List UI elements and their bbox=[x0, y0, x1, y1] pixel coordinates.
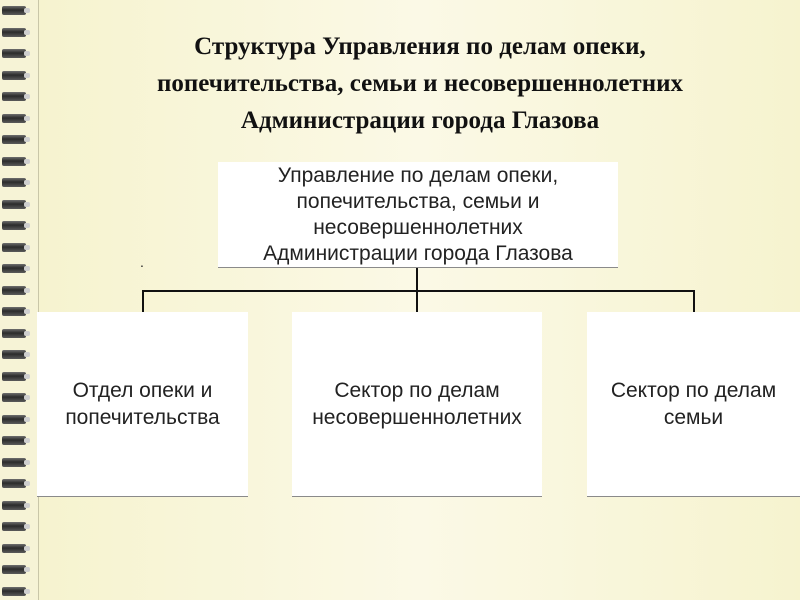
root-line-2: попечительства, семьи и bbox=[296, 189, 540, 213]
binding-ring bbox=[2, 264, 30, 273]
root-line-1: Управление по делам опеки, bbox=[277, 163, 559, 187]
binding-ring bbox=[2, 92, 30, 101]
guardianship-line-1: Отдел опеки и bbox=[72, 379, 213, 402]
spiral-binding bbox=[0, 0, 30, 600]
root-line-4: Администрации города Глазова bbox=[263, 241, 573, 265]
minors-sector-box: Сектор по делам несовершеннолетних bbox=[292, 312, 542, 497]
binding-ring bbox=[2, 479, 30, 488]
binding-ring bbox=[2, 156, 30, 166]
binding-ring bbox=[2, 328, 30, 338]
binding-ring bbox=[2, 49, 30, 58]
binding-ring bbox=[2, 199, 30, 209]
binding-ring bbox=[2, 586, 30, 596]
connector-vertical-root bbox=[416, 268, 418, 292]
guardianship-line-2: попечительства bbox=[65, 406, 220, 429]
connector-drop-left bbox=[142, 290, 144, 312]
family-sector-box: Сектор по делам семьи bbox=[587, 312, 800, 497]
binding-ring bbox=[2, 178, 30, 187]
connector-drop-right bbox=[693, 290, 695, 312]
minors-line-1: Сектор по делам bbox=[334, 379, 500, 402]
connector-drop-middle bbox=[416, 290, 418, 312]
binding-ring bbox=[2, 307, 30, 316]
binding-ring bbox=[2, 6, 30, 15]
slide-title: Структура Управления по делам опеки, поп… bbox=[60, 28, 780, 139]
binding-ring bbox=[2, 113, 30, 123]
notebook-page bbox=[38, 0, 800, 600]
binding-ring bbox=[2, 436, 30, 445]
title-line-1: Структура Управления по делам опеки, bbox=[194, 33, 646, 60]
family-line-2: семьи bbox=[663, 406, 724, 429]
title-line-2: попечительства, семьи и несовершеннолетн… bbox=[156, 70, 683, 97]
binding-ring bbox=[2, 393, 30, 402]
binding-ring bbox=[2, 350, 30, 359]
stray-dot: . bbox=[140, 254, 144, 270]
binding-ring bbox=[2, 500, 30, 510]
root-department-box: Управление по делам опеки, попечительств… bbox=[218, 162, 618, 268]
title-line-3: Администрации города Глазова bbox=[240, 107, 600, 134]
binding-ring bbox=[2, 221, 30, 230]
guardianship-department-box: Отдел опеки и попечительства bbox=[37, 312, 248, 497]
binding-ring bbox=[2, 27, 30, 37]
binding-ring bbox=[2, 457, 30, 467]
binding-ring bbox=[2, 414, 30, 424]
binding-ring bbox=[2, 285, 30, 295]
binding-ring bbox=[2, 522, 30, 531]
minors-line-2: несовершеннолетних bbox=[312, 406, 522, 429]
connector-horizontal-bus bbox=[142, 290, 695, 292]
binding-ring bbox=[2, 565, 30, 574]
root-line-3: несовершеннолетних bbox=[313, 215, 523, 239]
binding-ring bbox=[2, 371, 30, 381]
binding-ring bbox=[2, 242, 30, 252]
binding-ring bbox=[2, 135, 30, 144]
binding-ring bbox=[2, 70, 30, 80]
binding-ring bbox=[2, 543, 30, 553]
family-line-1: Сектор по делам bbox=[610, 379, 777, 402]
